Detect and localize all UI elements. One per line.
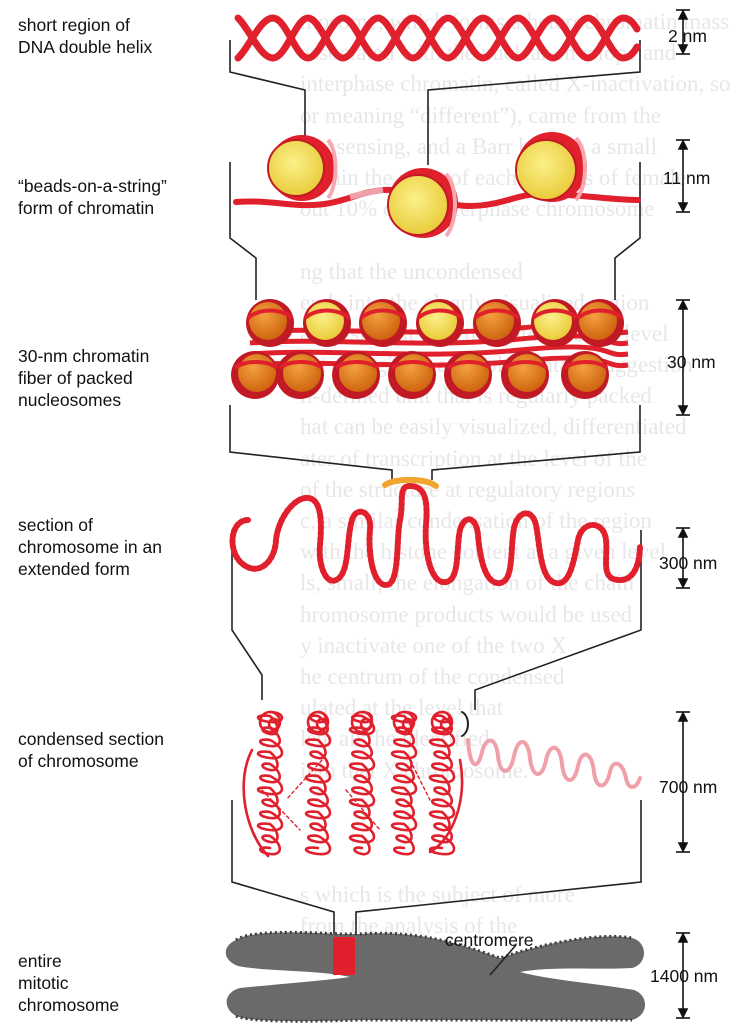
beads-on-a-string (236, 132, 638, 238)
nucleosome (332, 351, 380, 399)
condensed-coil-column (258, 712, 282, 854)
condensed-coil-column (430, 712, 454, 854)
scale-arrowhead (679, 713, 687, 721)
dna-double-helix (238, 18, 637, 58)
label-mitotic-chromosome: entire mitotic chromosome (18, 950, 119, 1016)
label-beads-on-string: “beads-on-a-string” form of chromatin (18, 175, 167, 219)
nucleosome (388, 351, 436, 399)
scale-label-11nm: 11 nm (663, 168, 710, 189)
nucleosome (501, 351, 549, 399)
scale-arrowhead (679, 529, 687, 537)
scale-arrowhead (679, 406, 687, 414)
condensed-coil-column (306, 712, 330, 854)
scale-label-300nm: 300 nm (659, 553, 717, 574)
label-condensed-section: condensed section of chromosome (18, 728, 164, 772)
scale-arrowhead (679, 301, 687, 309)
label-30nm-fiber: 30-nm chromatin fiber of packed nucleoso… (18, 345, 149, 411)
label-centromere: centromere (445, 930, 534, 951)
nucleosome (231, 351, 279, 399)
nucleosome (473, 299, 521, 347)
nucleosome (531, 299, 579, 347)
nucleosome (303, 299, 351, 347)
condensed-chromosome-section (244, 712, 640, 856)
scale-arrowhead (679, 141, 687, 149)
scale-arrowhead (679, 934, 687, 942)
mitotic-chromosome (226, 932, 645, 1021)
scale-arrowhead (679, 11, 687, 19)
scale-arrowhead (679, 203, 687, 211)
nucleosome (359, 299, 407, 347)
scale-label-2nm: 2 nm (668, 26, 707, 47)
scale-label-700nm: 700 nm (659, 777, 717, 798)
scale-arrowhead (679, 1009, 687, 1017)
scale-arrowhead (679, 843, 687, 851)
30nm-chromatin-fiber (231, 299, 628, 399)
scale-label-30nm: 30 nm (667, 352, 716, 373)
scale-label-1400nm: 1400 nm (650, 966, 718, 987)
nucleosome-bead (388, 168, 458, 238)
nucleosome (416, 299, 464, 347)
label-dna-helix: short region of DNA double helix (18, 14, 152, 58)
extended-chromosome-section (233, 480, 641, 585)
condensed-coil-column (392, 712, 416, 854)
nucleosome (276, 351, 324, 399)
nucleosome (561, 351, 609, 399)
label-extended-form: section of chromosome in an extended for… (18, 514, 162, 580)
nucleosome-bead (516, 132, 587, 202)
centromere-marker (333, 937, 355, 975)
scale-arrowhead (679, 579, 687, 587)
nucleosome (576, 299, 624, 347)
nucleosome-bead (268, 135, 336, 201)
nucleosome (246, 299, 294, 347)
condensed-coil-column (350, 712, 374, 854)
nucleosome (444, 351, 492, 399)
scale-bars (676, 10, 690, 1018)
